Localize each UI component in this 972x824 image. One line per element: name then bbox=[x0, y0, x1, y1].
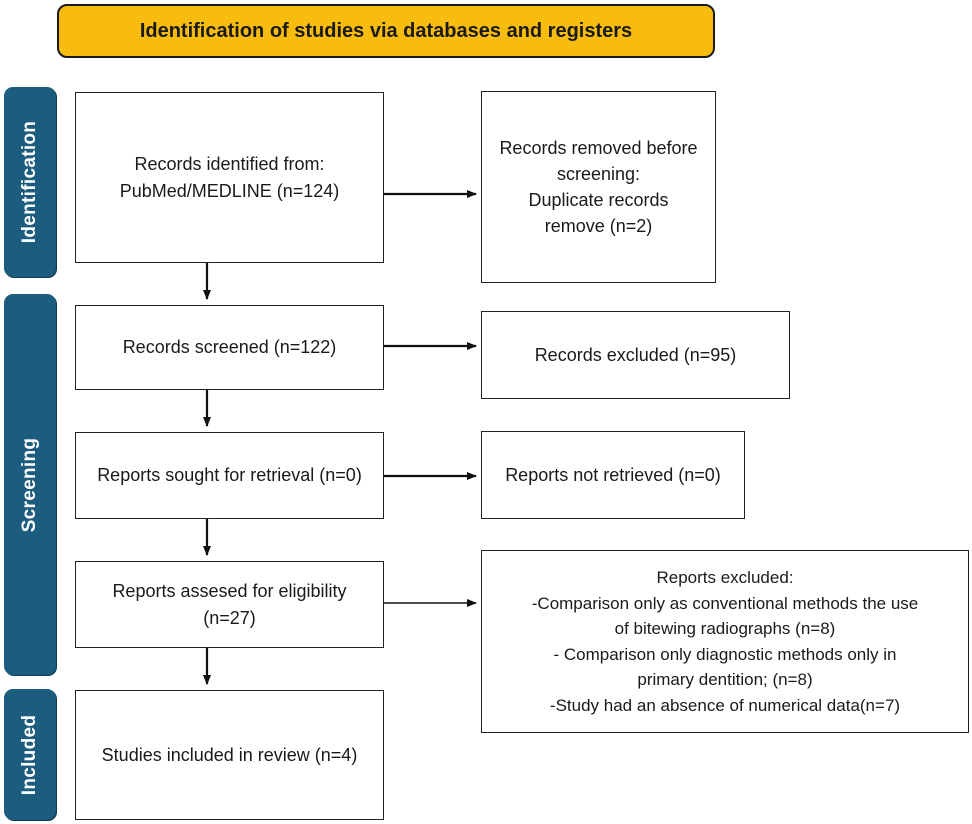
phase-identification: Identification bbox=[4, 87, 56, 277]
reports-assessed-line1: Reports assesed for eligibility bbox=[112, 581, 347, 602]
records-removed-line1: Records removed before bbox=[499, 137, 698, 158]
records-removed-line2: screening: bbox=[556, 163, 641, 184]
records-excluded-text: Records excluded (n=95) bbox=[534, 344, 737, 365]
phase-included: Included bbox=[4, 689, 56, 820]
studies-included-box: Studies included in review (n=4) bbox=[75, 690, 384, 820]
phase-screening: Screening bbox=[4, 294, 56, 675]
reports-excluded-reason: of bitewing radiographs (n=8) bbox=[614, 619, 836, 638]
header-banner: Identification of studies via databases … bbox=[57, 4, 715, 58]
reports-not-retrieved-text: Reports not retrieved (n=0) bbox=[505, 464, 721, 485]
reports-sought-box: Reports sought for retrieval (n=0) bbox=[75, 432, 384, 519]
reports-excluded-reason: - Comparison only diagnostic methods onl… bbox=[553, 644, 897, 664]
reports-assessed-line2: (n=27) bbox=[203, 607, 256, 628]
records-identified-box: Records identified from: PubMed/MEDLINE … bbox=[75, 92, 384, 263]
records-removed-line3: Duplicate records bbox=[528, 190, 669, 210]
reports-sought-text: Reports sought for retrieval (n=0) bbox=[97, 465, 362, 486]
reports-excluded-reason: -Study had an absence of numerical data(… bbox=[549, 695, 901, 715]
reports-assessed-box: Reports assesed for eligibility (n=27) bbox=[75, 561, 384, 648]
reports-excluded-title: Reports excluded: bbox=[656, 568, 794, 587]
records-excluded-box: Records excluded (n=95) bbox=[481, 311, 790, 399]
reports-excluded-box: Reports excluded: -Comparison only as co… bbox=[481, 550, 969, 733]
records-identified-line2: PubMed/MEDLINE (n=124) bbox=[119, 180, 340, 201]
records-screened-text: Records screened (n=122) bbox=[122, 337, 337, 358]
header-title: Identification of studies via databases … bbox=[139, 19, 633, 42]
records-removed-box: Records removed before screening: Duplic… bbox=[481, 91, 716, 283]
records-removed-line4: remove (n=2) bbox=[544, 216, 653, 237]
records-screened-box: Records screened (n=122) bbox=[75, 305, 384, 390]
reports-not-retrieved-box: Reports not retrieved (n=0) bbox=[481, 431, 745, 519]
studies-included-text: Studies included in review (n=4) bbox=[101, 744, 358, 765]
records-identified-line1: Records identified from: bbox=[134, 154, 325, 175]
reports-excluded-reason: -Comparison only as conventional methods… bbox=[531, 593, 919, 613]
reports-excluded-reason: primary dentition; (n=8) bbox=[637, 670, 813, 689]
